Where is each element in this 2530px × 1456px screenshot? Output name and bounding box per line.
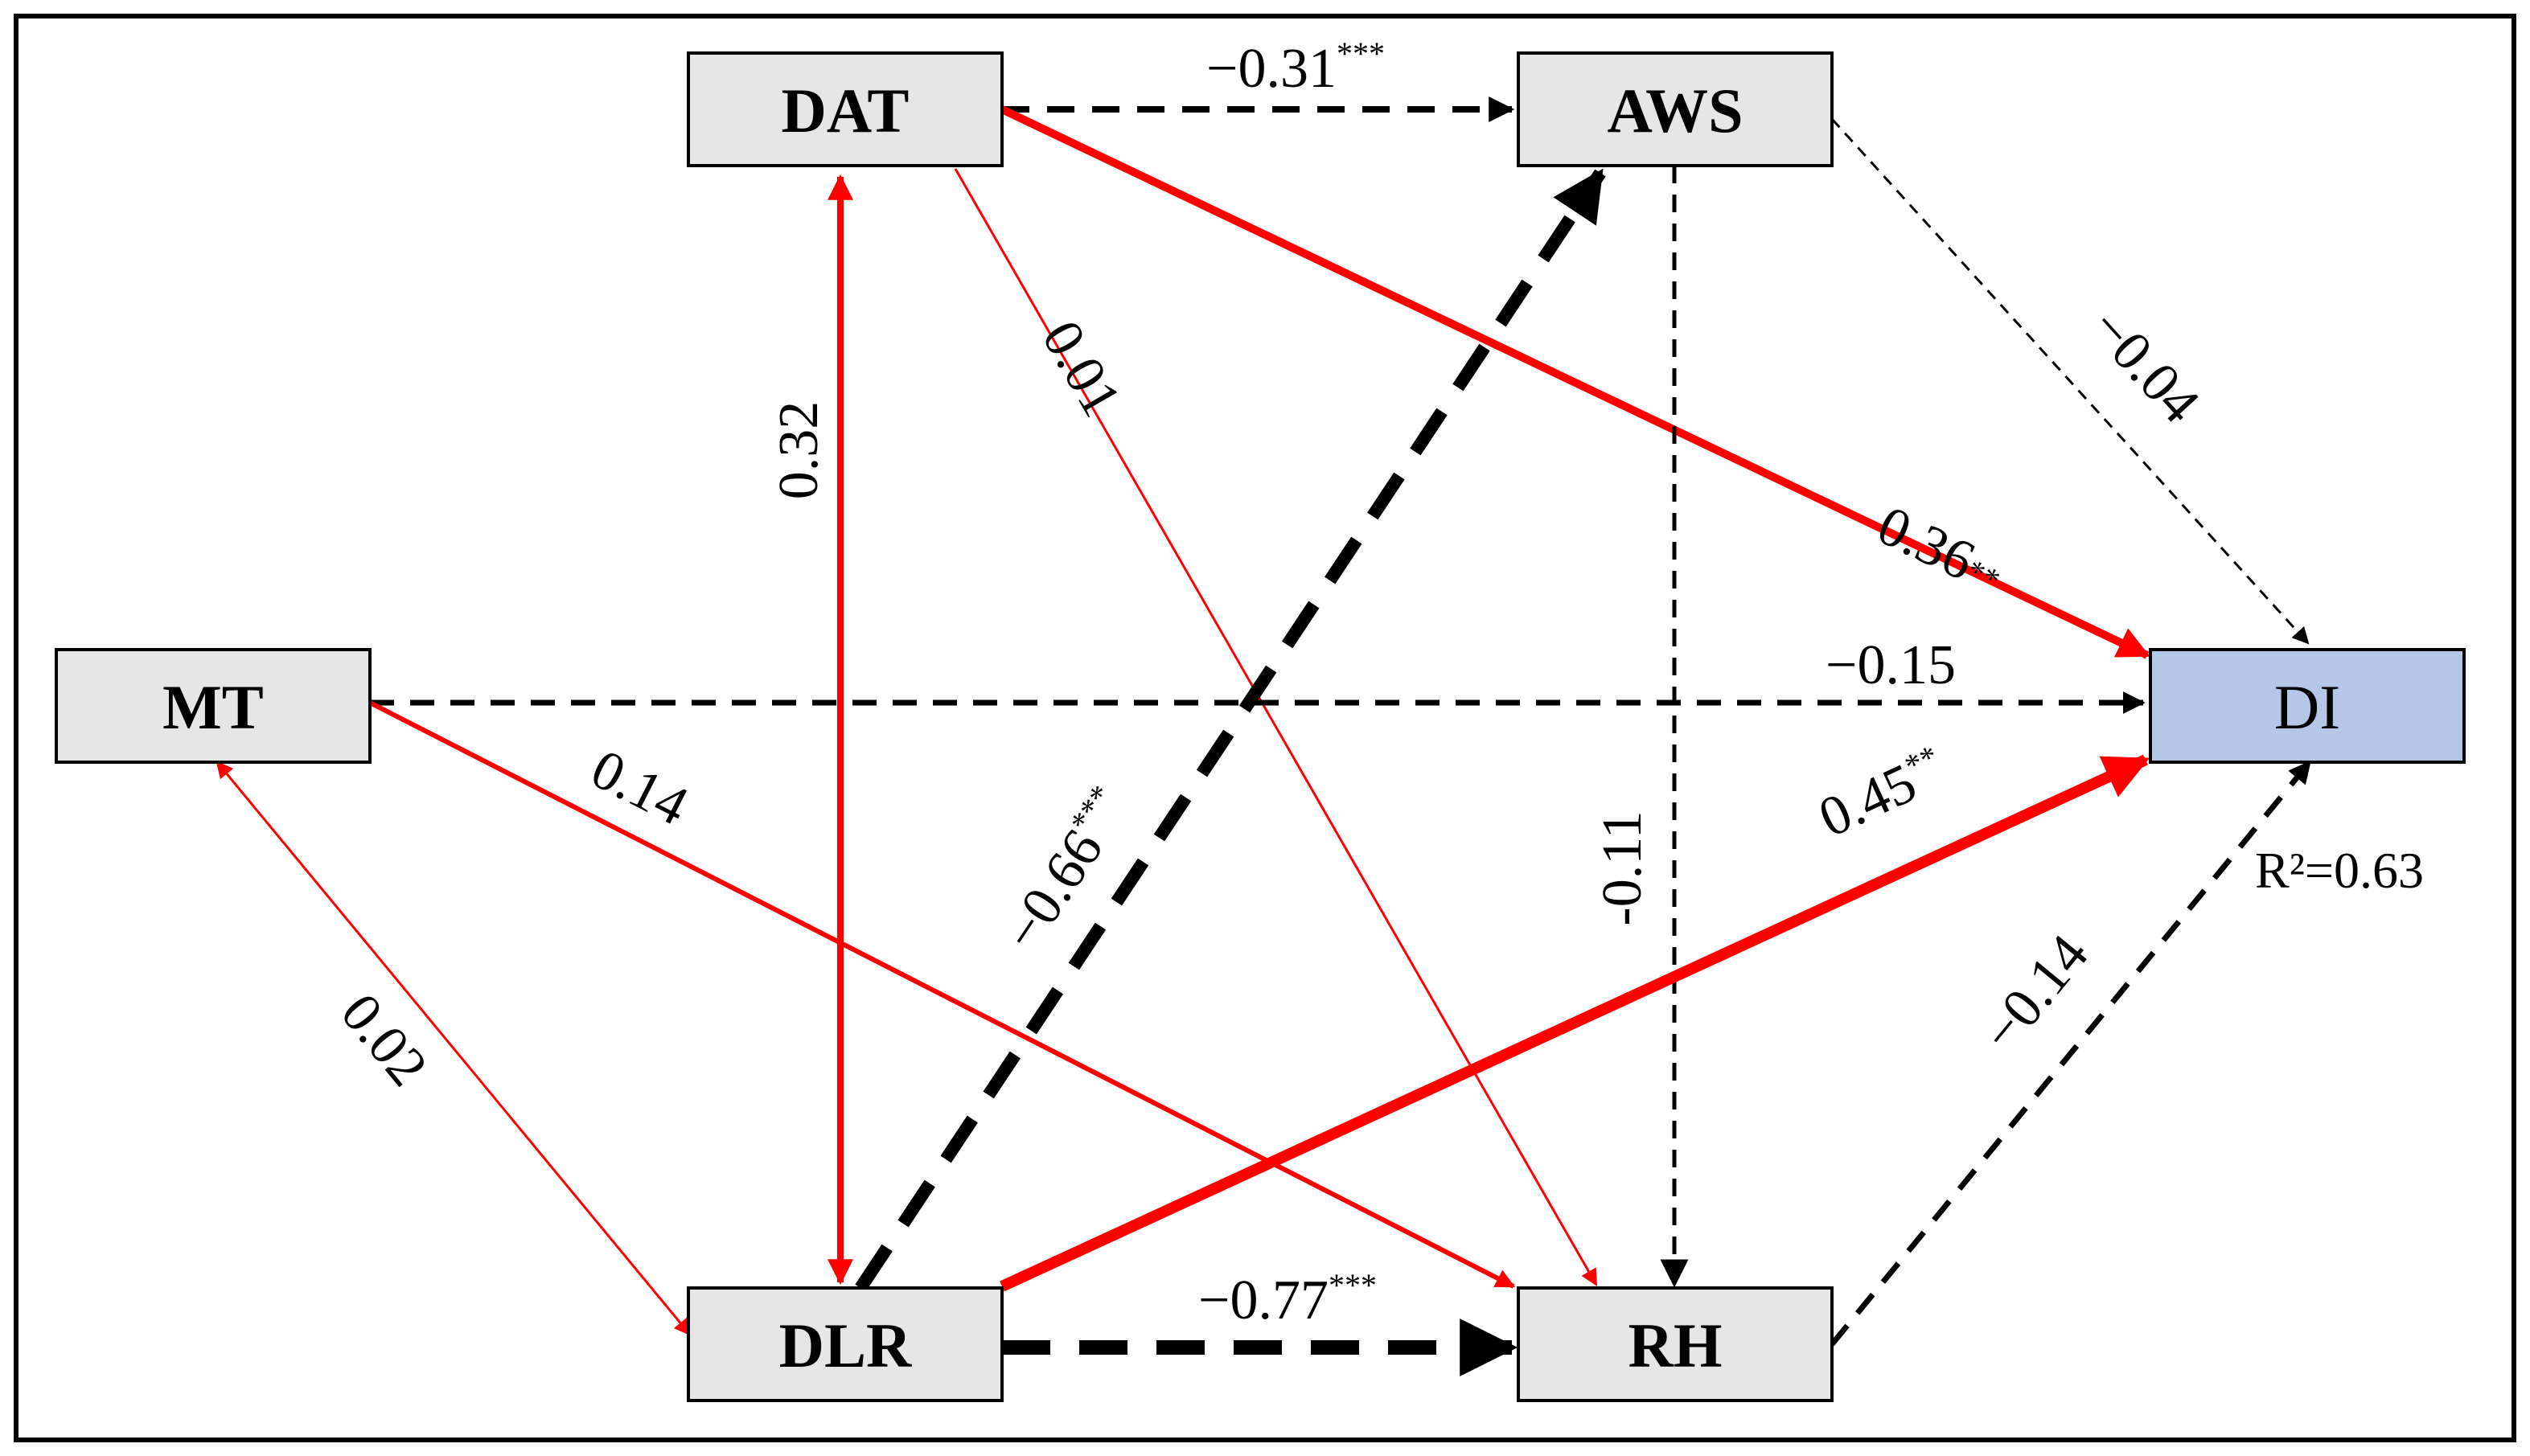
svg-text:DAT: DAT (782, 76, 910, 146)
label-dat-rh: 0.01 (1030, 310, 1133, 427)
label-aws-di: −0.04 (2078, 297, 2212, 435)
svg-text:AWS: AWS (1607, 76, 1743, 146)
label-dat-aws: −0.31*** (1206, 35, 1385, 100)
r-squared-label: R²=0.63 (2255, 842, 2424, 899)
node-rh: RH (1517, 1286, 1834, 1402)
label-aws-rh: -0.11 (1592, 810, 1653, 925)
label-dlr-rh: −0.77*** (1198, 1267, 1377, 1331)
node-mt: MT (55, 648, 372, 764)
edge-mt-rh (368, 700, 1516, 1289)
label-mt-rh: 0.14 (581, 738, 697, 838)
svg-text:DI: DI (2274, 672, 2340, 742)
label-dlr-aws: −0.66*** (991, 778, 1142, 962)
label-mt-dlr: 0.02 (329, 982, 439, 1098)
node-di: DI (2149, 648, 2466, 764)
svg-text:RH: RH (1628, 1310, 1723, 1380)
edge-dat-di (1000, 105, 2150, 659)
svg-text:DLR: DLR (779, 1310, 913, 1380)
edge-dlr-di (1000, 754, 2150, 1292)
outer-frame (14, 14, 2516, 1442)
edge-dat-rh (954, 168, 1598, 1286)
edge-mt-dlr (216, 761, 692, 1336)
edge-rh-di (1830, 760, 2312, 1347)
label-dlr-di: 0.45** (1809, 738, 1954, 850)
node-aws: AWS (1517, 51, 1834, 167)
label-rh-di: −0.14 (1969, 924, 2100, 1064)
edge-aws-di (1830, 117, 2310, 645)
node-dat: DAT (687, 51, 1004, 167)
svg-text:MT: MT (162, 672, 264, 742)
label-dat-dlr: 0.32 (768, 401, 830, 500)
node-dlr: DLR (687, 1286, 1004, 1402)
label-mt-di: −0.15 (1826, 634, 1956, 696)
label-dat-di: 0.36** (1868, 494, 2013, 606)
edge-dlr-aws (855, 168, 1606, 1292)
